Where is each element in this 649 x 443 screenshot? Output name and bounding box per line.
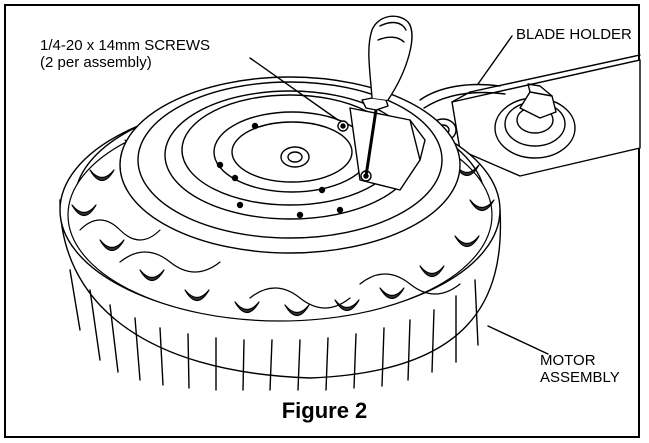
motor-leader [487, 325, 549, 355]
blade-holder-callout: BLADE HOLDER [516, 26, 632, 43]
blade-holder-leader [477, 35, 513, 85]
motor-callout-line1: MOTOR [540, 352, 596, 369]
screws-callout: 1/4-20 x 14mm SCREWS (2 per assembly) [40, 37, 210, 71]
screws-leader [249, 57, 339, 121]
motor-callout: MOTOR ASSEMBLY [540, 352, 620, 386]
screws-callout-line1: 1/4-20 x 14mm SCREWS [40, 37, 211, 54]
top-cap [119, 76, 461, 254]
screws-callout-line2: (2 per assembly) [40, 54, 152, 71]
screwdriver [361, 15, 413, 178]
motor-callout-line2: ASSEMBLY [540, 369, 620, 386]
figure-caption: Figure 2 [281, 398, 368, 423]
